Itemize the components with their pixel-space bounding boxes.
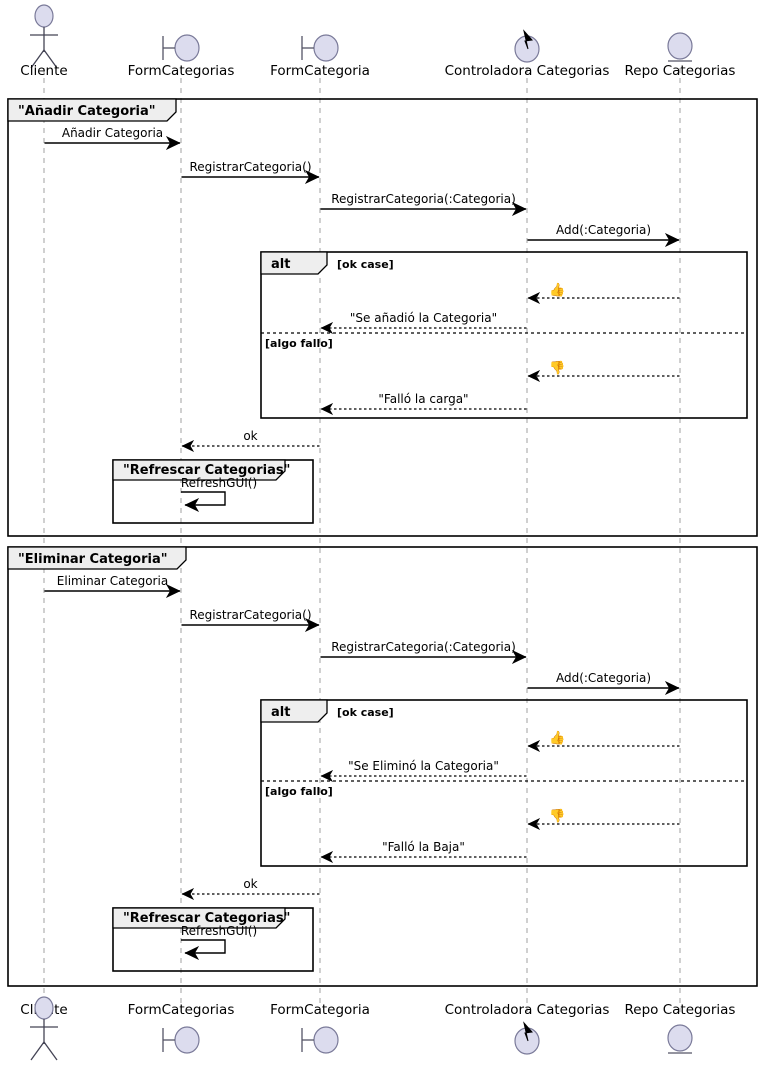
emoji-thumbs-down-icon: 👎	[549, 360, 565, 376]
self-message-label-refresh-gui-2: RefreshGUI()	[181, 924, 257, 938]
fragment-frag-anadir-label-text: "Añadir Categoria"	[18, 104, 156, 119]
message-label-eliminar-categoria: Eliminar Categoria	[57, 574, 168, 588]
participant-label-formcats: FormCategorias	[128, 63, 235, 79]
alt-fragment-frag-eliminar: alt [ok case] [algo fallo] 👍 "Se Eliminó la …	[260, 699, 748, 867]
message-label-registrar-categoria-param: RegistrarCategoria(:Categoria)	[331, 192, 516, 206]
self-message-refresh-gui-2	[181, 939, 226, 961]
boundary-circle-icon	[313, 34, 339, 62]
message-label-ok-return-2: ok	[243, 877, 257, 891]
control-arrow-icon	[523, 1021, 533, 1042]
actor-head-icon	[34, 4, 54, 28]
participant-footer-formcat: FormCategoria	[270, 1002, 370, 1054]
emoji-thumbs-up-icon: 👍	[549, 730, 565, 746]
header-participants: Cliente FormCategorias FormCategoria Contro…	[20, 4, 736, 79]
fragments-layer: "Añadir Categoria" Añadir CategoriaRegist…	[7, 98, 758, 987]
fragment-frag-anadir-label-box	[7, 98, 177, 122]
participant-footer-controladora: Controladora Categorias	[445, 1002, 610, 1055]
boundary-circle-icon	[313, 1026, 339, 1054]
participant-footer-cliente: Cliente	[20, 996, 68, 1061]
actor-legs-icon	[30, 48, 58, 69]
message-label-add-categoria-2: Add(:Categoria)	[556, 671, 651, 685]
fragment-frag-eliminar-label-text: "Eliminar Categoria"	[18, 552, 168, 567]
message-label-registrar-categoria-param-2: RegistrarCategoria(:Categoria)	[331, 640, 516, 654]
self-message-label-refresh-gui: RefreshGUI()	[181, 476, 257, 490]
participant-footer-formcats: FormCategorias	[128, 1002, 235, 1054]
participant-footer-repo: Repo Categorias	[625, 1002, 736, 1054]
alt-frag-eliminar-label-text: alt	[271, 705, 290, 720]
participant-header-formcat: FormCategoria	[270, 34, 370, 79]
message-label-ok-return: ok	[243, 429, 257, 443]
participant-footer-label-controladora: Controladora Categorias	[445, 1002, 610, 1018]
message-label-fallo-baja: "Falló la Baja"	[382, 840, 465, 854]
message-label-se-anadio-return: "Se añadió la Categoria"	[350, 311, 497, 325]
lifelines-layer	[43, 68, 681, 1012]
fragment-border-frag-anadir	[7, 98, 758, 537]
alt-fragment-frag-anadir: alt [ok case] [algo fallo] 👍 "Se añadió la C…	[260, 251, 748, 419]
fragment-border-frag-eliminar	[7, 546, 758, 987]
entity-circle-icon	[667, 1024, 693, 1052]
participant-label-formcat: FormCategoria	[270, 63, 370, 79]
alt-frag-anadir-label-box	[260, 251, 328, 275]
emoji-thumbs-up-icon: 👍	[549, 282, 565, 298]
boundary-circle-icon	[174, 34, 200, 62]
participant-footer-label-repo: Repo Categorias	[625, 1002, 736, 1018]
participant-footer-label-formcats: FormCategorias	[128, 1002, 235, 1018]
message-label-registrar-categoria: RegistrarCategoria()	[189, 160, 311, 174]
boundary-circle-icon	[174, 1026, 200, 1054]
message-label-fallo-carga: "Falló la carga"	[378, 392, 468, 406]
control-arrow-icon	[523, 29, 533, 50]
alt-frag-anadir-label-text: alt	[271, 257, 290, 272]
participant-header-formcats: FormCategorias	[128, 34, 235, 79]
entity-circle-icon	[667, 32, 693, 60]
message-label-anadir-categoria: Añadir Categoria	[62, 126, 163, 140]
fragment-frag-refrescar-1-label-text: "Refrescar Categorias"	[123, 463, 290, 478]
participant-label-repo: Repo Categorias	[625, 63, 736, 79]
actor-legs-icon	[30, 1040, 58, 1061]
participant-label-controladora: Controladora Categorias	[445, 63, 610, 79]
message-label-registrar-categoria-2: RegistrarCategoria()	[189, 608, 311, 622]
fragment-frag-eliminar: "Eliminar Categoria" Eliminar CategoriaRe…	[7, 546, 758, 987]
emoji-thumbs-down-icon: 👎	[549, 808, 565, 824]
alt-guard-ok-frag-anadir: [ok case]	[337, 258, 394, 271]
alt-border-frag-eliminar	[260, 699, 748, 867]
alt-guard-fail-frag-anadir: [algo fallo]	[265, 337, 333, 350]
message-label-add-categoria: Add(:Categoria)	[556, 223, 651, 237]
alt-frag-eliminar-label-box	[260, 699, 328, 723]
message-label-se-elimino-return: "Se Eliminó la Categoria"	[348, 759, 499, 773]
self-message-refresh-gui	[181, 491, 226, 513]
fragment-frag-eliminar-label-box	[7, 546, 187, 570]
fragment-frag-refrescar-2-label-text: "Refrescar Categorias"	[123, 911, 290, 926]
actor-head-icon	[34, 996, 54, 1020]
footer-participants: Cliente FormCategorias FormCategoria Contro…	[20, 996, 736, 1061]
fragment-frag-refrescar-2-label-box	[112, 907, 286, 929]
fragment-frag-refrescar-1-label-box	[112, 459, 286, 481]
fragment-frag-anadir: "Añadir Categoria" Añadir CategoriaRegist…	[7, 98, 758, 537]
participant-label-cliente: Cliente	[20, 63, 67, 79]
fragment-frag-refrescar-2: "Refrescar Categorias"RefreshGUI()	[112, 907, 314, 972]
participant-header-cliente: Cliente	[20, 4, 68, 79]
alt-guard-fail-frag-eliminar: [algo fallo]	[265, 785, 333, 798]
participant-header-controladora: Controladora Categorias	[445, 29, 610, 79]
alt-guard-ok-frag-eliminar: [ok case]	[337, 706, 394, 719]
participant-footer-label-formcat: FormCategoria	[270, 1002, 370, 1018]
alt-border-frag-anadir	[260, 251, 748, 419]
participant-header-repo: Repo Categorias	[625, 32, 736, 79]
fragment-frag-refrescar-1: "Refrescar Categorias"RefreshGUI()	[112, 459, 314, 524]
